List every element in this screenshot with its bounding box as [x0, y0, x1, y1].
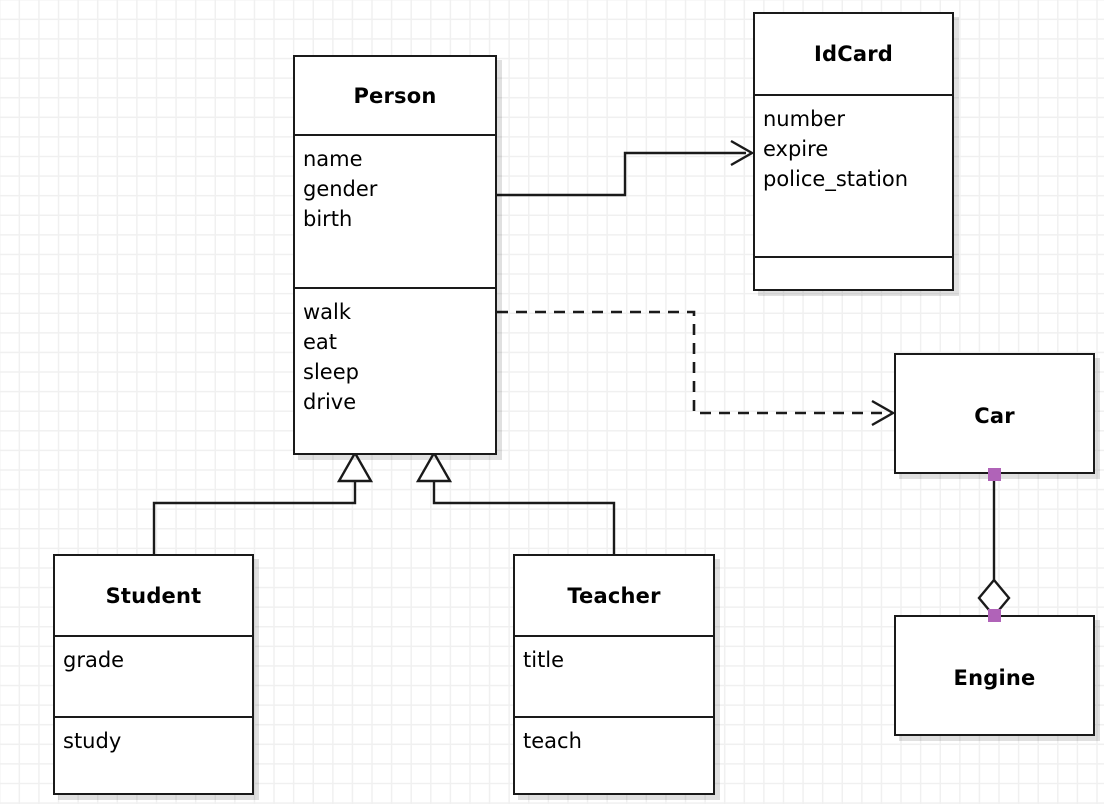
- edge-endpoint-marker-car[interactable]: [988, 468, 1001, 481]
- attribute-item: gender: [303, 177, 378, 201]
- class-name-engine: Engine: [953, 665, 1036, 690]
- class-name-teacher: Teacher: [567, 583, 661, 608]
- method-item: teach: [523, 729, 582, 753]
- method-item: walk: [303, 300, 352, 324]
- hollow-triangle-arrowhead-icon: [336, 450, 374, 483]
- generalization-teacher-person[interactable]: [415, 450, 616, 554]
- class-attributes-compartment-person: name gender birth: [295, 134, 495, 287]
- method-item: drive: [303, 390, 357, 414]
- method-item: study: [63, 729, 122, 753]
- class-box-teacher[interactable]: Teacher title teach: [513, 554, 715, 795]
- class-attributes-compartment-teacher: title: [515, 635, 713, 716]
- class-methods-compartment-person: walk eat sleep drive: [295, 287, 495, 455]
- class-attributes-compartment-student: grade: [55, 635, 252, 716]
- aggregation-car-engine[interactable]: [977, 474, 1011, 618]
- open-arrowhead-icon: [871, 399, 896, 427]
- class-methods-compartment-student: study: [55, 716, 252, 797]
- edge-endpoint-marker-engine[interactable]: [988, 609, 1001, 622]
- class-name-idcard: IdCard: [813, 42, 894, 66]
- generalization-student-person[interactable]: [152, 450, 374, 554]
- class-methods-compartment-idcard: [755, 256, 952, 293]
- method-item: sleep: [303, 360, 359, 384]
- attribute-item: title: [523, 648, 565, 672]
- class-methods-compartment-teacher: teach: [515, 716, 713, 797]
- class-attributes-compartment-idcard: number expire police_station: [755, 94, 952, 256]
- attribute-item: expire: [763, 137, 829, 161]
- class-name-car: Car: [974, 403, 1015, 428]
- attribute-item: name: [303, 147, 363, 171]
- attribute-item: birth: [303, 207, 353, 231]
- open-arrowhead-icon: [730, 139, 755, 167]
- association-line: [497, 151, 746, 197]
- class-box-engine[interactable]: Engine: [894, 615, 1095, 736]
- association-person-idcard[interactable]: [497, 139, 755, 197]
- hollow-triangle-arrowhead-icon: [415, 450, 453, 483]
- attribute-item: number: [763, 107, 845, 131]
- class-name-student: Student: [105, 583, 202, 608]
- generalization-line: [152, 474, 357, 554]
- method-item: eat: [303, 330, 338, 354]
- dependency-person-car[interactable]: [497, 310, 896, 427]
- class-box-student[interactable]: Student grade study: [53, 554, 254, 795]
- generalization-line: [432, 474, 616, 554]
- class-box-car[interactable]: Car: [894, 353, 1095, 474]
- dependency-dashed-line: [497, 310, 887, 415]
- attribute-item: grade: [63, 648, 125, 672]
- class-name-person: Person: [353, 83, 437, 108]
- class-box-person[interactable]: Person name gender birth walk eat sleep drive: [293, 55, 497, 455]
- class-box-idcard[interactable]: IdCard number expire police_station: [753, 12, 954, 291]
- attribute-item: police_station: [763, 167, 909, 191]
